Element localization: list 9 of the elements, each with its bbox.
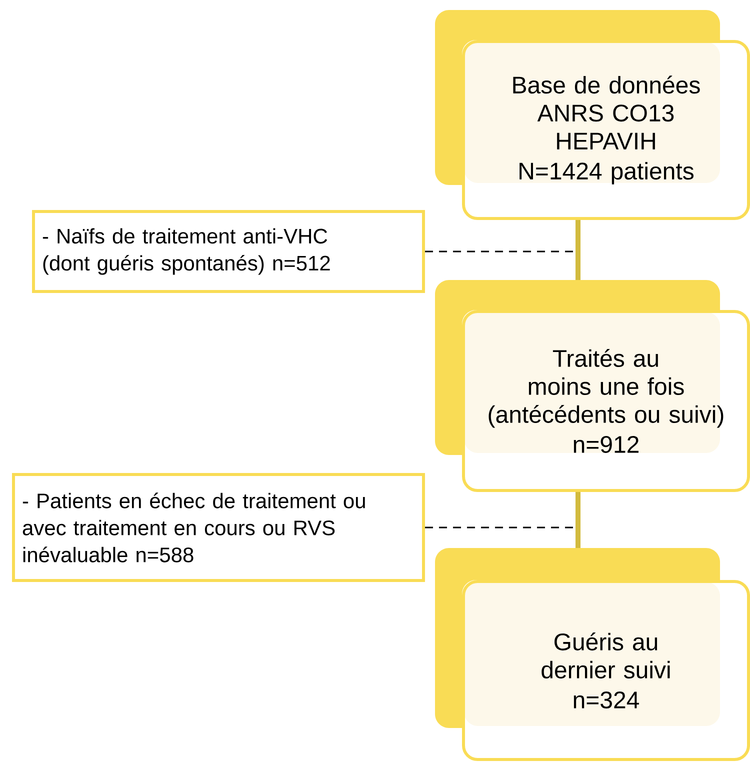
exclusion-box: - Naïfs de traitement anti-VHC (dont guéris spontanés) n=512 (32, 210, 425, 293)
process-box: Traités au moins une fois (antécédents ou suivi) n=912 (435, 280, 750, 492)
exclusion-box: - Patients en échec de traitement ou avec traitement en cours ou RVS inévaluable n=588 (12, 473, 425, 582)
connector-line (576, 492, 580, 548)
connector-line (576, 220, 580, 280)
dashed-connector (425, 250, 575, 252)
dashed-connector (425, 526, 575, 528)
process-box: Base de données ANRS CO13 HEPAVIH N=1424 patients (435, 10, 750, 220)
process-box: Guéris au dernier suivi n=324 (435, 548, 750, 761)
